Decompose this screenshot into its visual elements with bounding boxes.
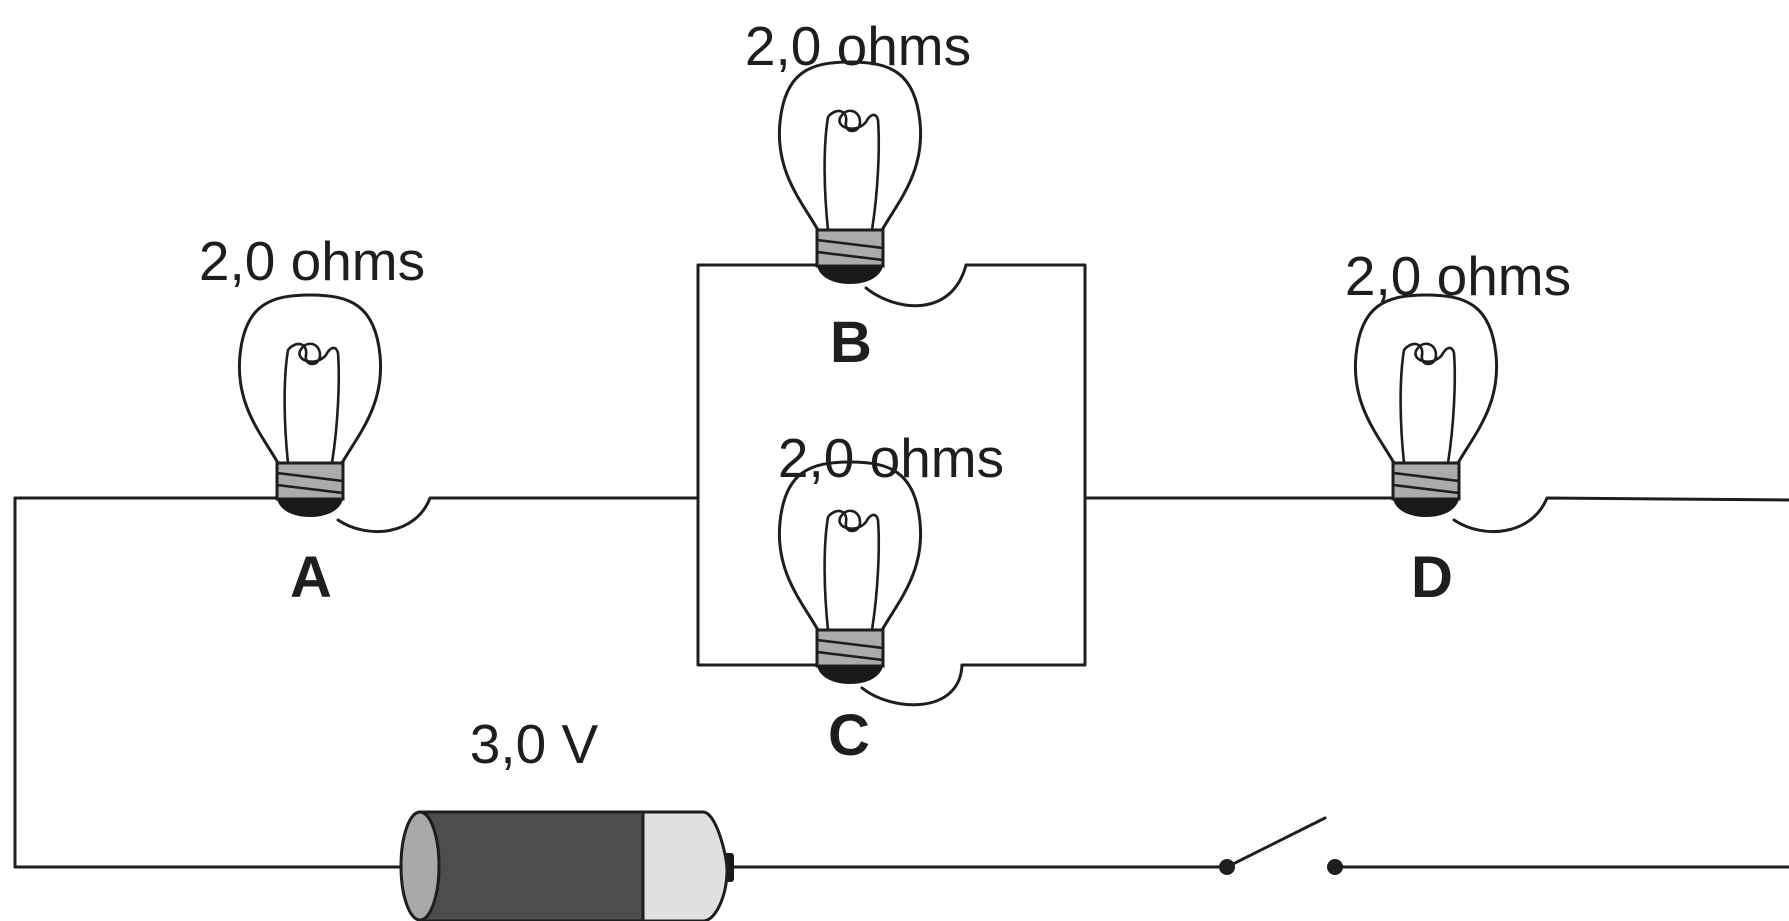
switch-contact-left xyxy=(1219,859,1235,875)
battery-icon xyxy=(399,810,734,921)
bulb-c-icon xyxy=(777,460,923,686)
bulb-a-resistance: 2,0 ohms xyxy=(199,230,425,292)
battery-cap xyxy=(633,810,729,921)
wire-d-lead-to-right xyxy=(1452,496,1789,533)
bulb-b-label: B xyxy=(830,310,872,375)
battery-end xyxy=(399,810,441,921)
bulb-c-resistance: 2,0 ohms xyxy=(778,427,1004,489)
bulb-d-resistance: 2,0 ohms xyxy=(1345,245,1571,307)
bulb-c-label: C xyxy=(828,703,870,768)
bulb-a-icon xyxy=(237,293,383,519)
wire-b-lead xyxy=(864,263,968,308)
parallel-branch-loop xyxy=(696,263,1087,667)
switch xyxy=(1219,816,1343,875)
left-wire xyxy=(13,496,407,869)
circuit-wires xyxy=(13,263,1789,869)
bulb-a-label: A xyxy=(290,545,332,610)
bulb-d-label: D xyxy=(1411,545,1453,610)
switch-lever xyxy=(1225,816,1327,869)
battery-voltage-label: 3,0 V xyxy=(470,713,599,775)
wire-a-to-parallel xyxy=(336,496,700,533)
wire-c-lead xyxy=(860,663,964,707)
switch-contact-right xyxy=(1327,859,1343,875)
bulb-b-icon xyxy=(777,60,923,286)
bulb-d-icon xyxy=(1353,293,1499,519)
bulb-b-resistance: 2,0 ohms xyxy=(745,15,971,77)
battery-body xyxy=(418,810,645,921)
